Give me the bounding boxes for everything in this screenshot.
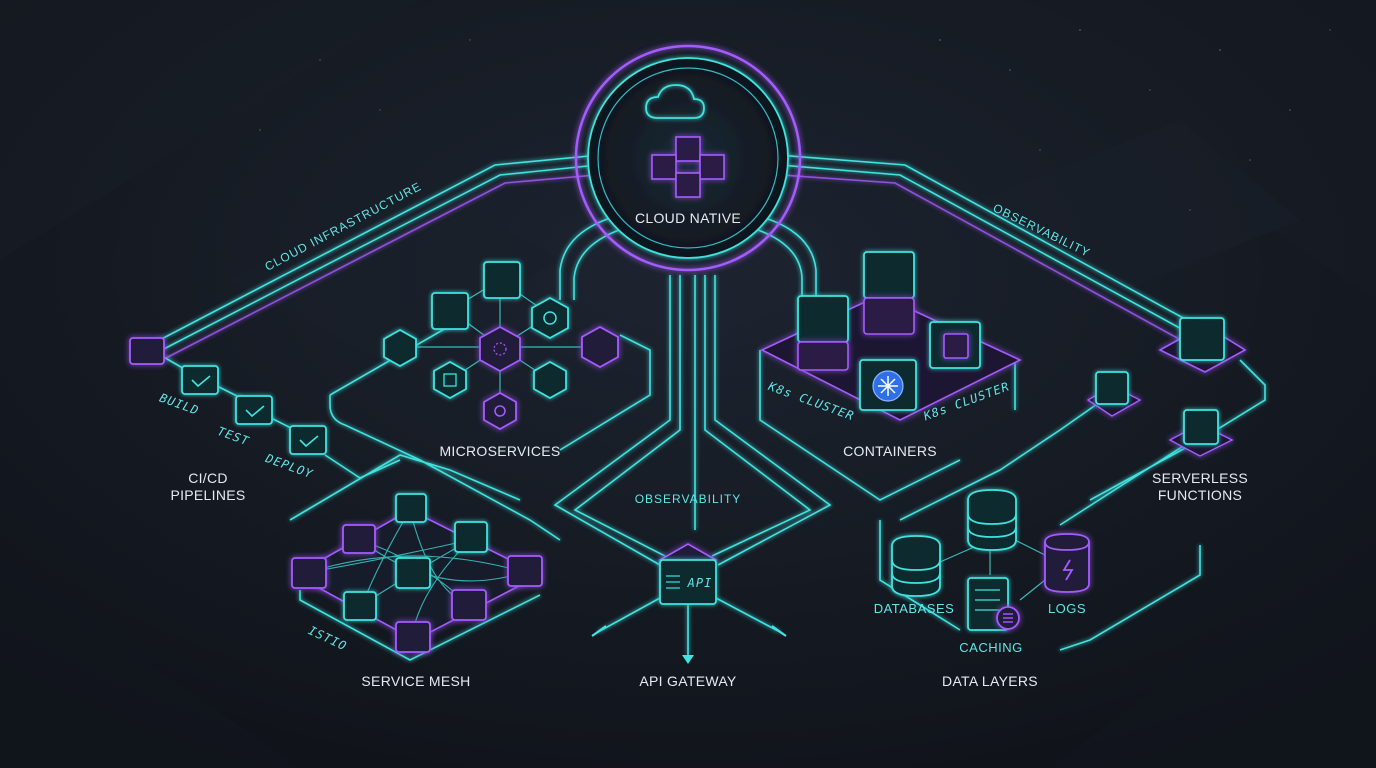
background-stars bbox=[259, 29, 1331, 211]
containers-label: CONTAINERS bbox=[843, 443, 937, 459]
mesh-node bbox=[395, 493, 427, 523]
api-arrows-icon bbox=[666, 575, 680, 589]
microservice-node bbox=[533, 360, 567, 400]
data-layers-group: DATABASES LOGS CACHING DATA LAYERS bbox=[874, 489, 1090, 689]
ci-cd-label-line1: CI/CD bbox=[188, 470, 228, 486]
mesh-node bbox=[451, 589, 487, 621]
api-gateway-group: API API GATEWAY bbox=[591, 543, 787, 689]
serverless-label-line2: FUNCTIONS bbox=[1158, 487, 1242, 503]
check-icon bbox=[191, 375, 211, 388]
microservices-group: MICROSERVICES bbox=[383, 261, 619, 459]
api-gateway-label: API GATEWAY bbox=[639, 673, 737, 689]
mesh-node bbox=[454, 521, 488, 553]
arrow-down-left-icon bbox=[591, 625, 607, 637]
mesh-node bbox=[507, 555, 543, 587]
databases-label: DATABASES bbox=[874, 601, 955, 616]
container-cube bbox=[863, 251, 915, 299]
database-icon bbox=[967, 489, 1017, 551]
box-icon bbox=[443, 373, 457, 387]
api-badge: API bbox=[687, 576, 713, 590]
cubes-cluster-icon bbox=[651, 136, 725, 198]
mesh-node bbox=[343, 591, 377, 621]
service-mesh-label: SERVICE MESH bbox=[361, 673, 470, 689]
microservice-node bbox=[433, 360, 467, 400]
ci-cd-label-line2: PIPELINES bbox=[170, 487, 245, 503]
serverless-group: SERVERLESS FUNCTIONS bbox=[1086, 317, 1248, 503]
microservice-gear-node bbox=[483, 391, 517, 431]
mesh-node bbox=[291, 557, 327, 589]
list-icon bbox=[1003, 613, 1013, 623]
microservice-core-node bbox=[479, 325, 521, 373]
container-cube-base bbox=[797, 341, 849, 371]
service-mesh-group: ISTIO SERVICE MESH bbox=[291, 493, 543, 689]
hub-title: CLOUD NATIVE bbox=[635, 210, 741, 226]
test-stage bbox=[235, 395, 273, 425]
container-cube-base bbox=[863, 297, 915, 335]
mesh-node bbox=[395, 557, 431, 589]
gear-icon bbox=[543, 311, 557, 325]
serverless-label-line1: SERVERLESS bbox=[1152, 470, 1248, 486]
deploy-stage bbox=[289, 425, 327, 455]
api-cube bbox=[659, 559, 717, 605]
function-cube bbox=[1183, 409, 1219, 445]
mesh-node bbox=[395, 621, 431, 653]
check-icon bbox=[299, 435, 319, 448]
microservices-label: MICROSERVICES bbox=[439, 443, 560, 459]
caching-label: CACHING bbox=[959, 640, 1022, 655]
microservice-node bbox=[383, 328, 417, 368]
container-inner-cube bbox=[943, 333, 969, 359]
edge-label-observability-center: OBSERVABILITY bbox=[635, 492, 742, 506]
check-icon bbox=[245, 405, 265, 418]
network-icon bbox=[493, 342, 507, 356]
cloud-native-hub: CLOUD NATIVE bbox=[574, 44, 802, 272]
microservice-gear-node bbox=[531, 296, 569, 340]
logs-label: LOGS bbox=[1048, 601, 1086, 616]
data-layers-label: DATA LAYERS bbox=[942, 673, 1038, 689]
logs-icon bbox=[1044, 533, 1090, 593]
function-cube bbox=[1095, 371, 1129, 405]
microservice-node bbox=[581, 325, 619, 369]
lightning-icon bbox=[1062, 559, 1074, 581]
mesh-node bbox=[342, 524, 376, 554]
pipeline-source-cube bbox=[129, 337, 165, 365]
gear-icon bbox=[494, 405, 506, 417]
database-icon bbox=[891, 535, 941, 597]
microservice-cube bbox=[483, 261, 521, 299]
observability-cube bbox=[1179, 317, 1225, 361]
cloud-icon bbox=[645, 84, 705, 119]
arrow-down-icon bbox=[682, 655, 694, 664]
build-stage bbox=[181, 365, 219, 395]
arrow-down-right-icon bbox=[771, 625, 787, 637]
kubernetes-wheel bbox=[878, 376, 898, 396]
microservice-cube bbox=[431, 292, 469, 330]
container-cube bbox=[797, 295, 849, 343]
